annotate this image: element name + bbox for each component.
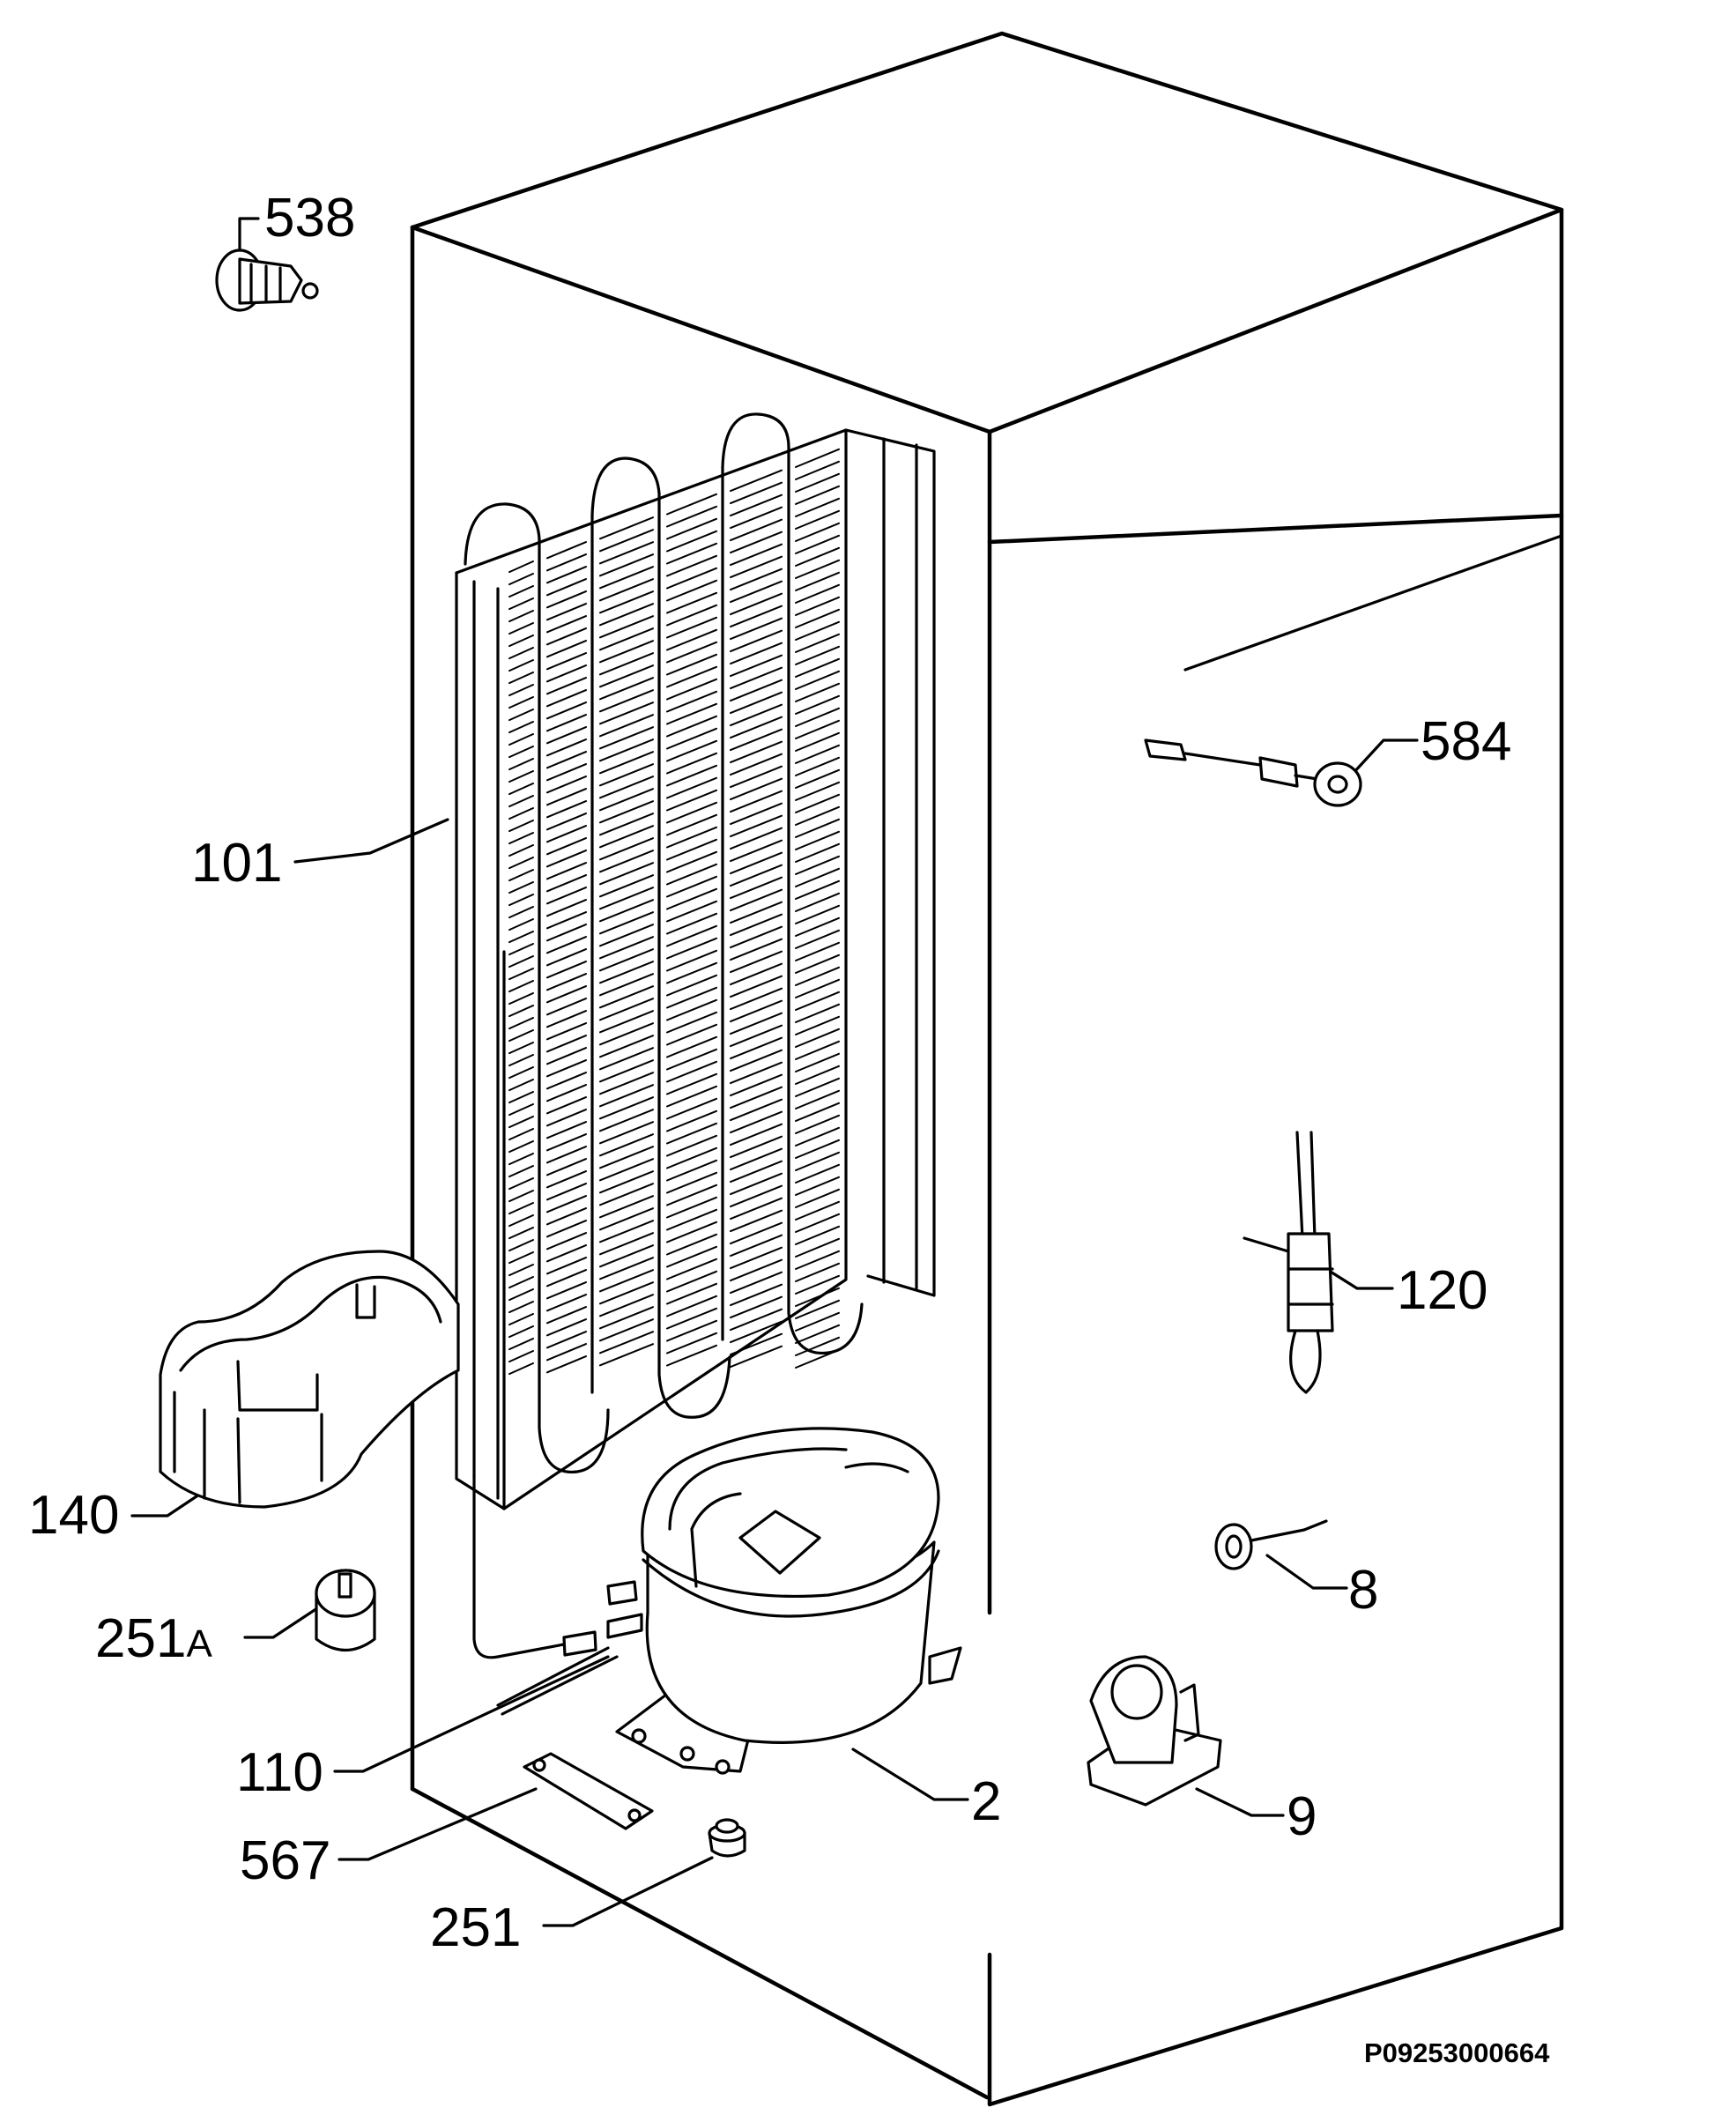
callout-8: 8: [1348, 1560, 1378, 1621]
compressor-2: [496, 1427, 962, 1775]
callout-538: 538: [264, 188, 355, 249]
plate-567: [523, 1752, 654, 1830]
sleeve-251A: [315, 1569, 376, 1651]
callout-251A-number: 251: [95, 1608, 186, 1669]
sensor-584: [1144, 738, 1362, 807]
condenser-101: [455, 412, 936, 1659]
callout-251A: 251A: [95, 1608, 212, 1669]
plug-538: [215, 249, 319, 312]
relay-120: [1243, 1131, 1334, 1394]
condenser-fins: [508, 448, 840, 1376]
callout-584: 584: [1421, 711, 1511, 772]
drip-tray-140: [159, 1250, 460, 1509]
callout-120: 120: [1397, 1260, 1487, 1321]
callout-251: 251: [430, 1897, 521, 1958]
callout-labels: 538 584 101 120 140 8 251A 110 2 9 567 2…: [28, 188, 1511, 1958]
callout-251A-suffix: A: [186, 1622, 212, 1666]
cabinet-outline: [410, 31, 1564, 2107]
callout-140: 140: [28, 1485, 119, 1546]
bracket-9: [1087, 1655, 1222, 1807]
callout-101: 101: [191, 833, 282, 894]
leader-lines: [130, 217, 1419, 1927]
cap-251: [708, 1818, 746, 1858]
callout-9: 9: [1287, 1786, 1317, 1847]
drawing-code: P09253000664: [1364, 2037, 1550, 2068]
callout-2: 2: [971, 1771, 1001, 1832]
callout-110: 110: [236, 1742, 323, 1803]
grommet-8: [1214, 1519, 1328, 1570]
callout-567: 567: [240, 1830, 330, 1891]
